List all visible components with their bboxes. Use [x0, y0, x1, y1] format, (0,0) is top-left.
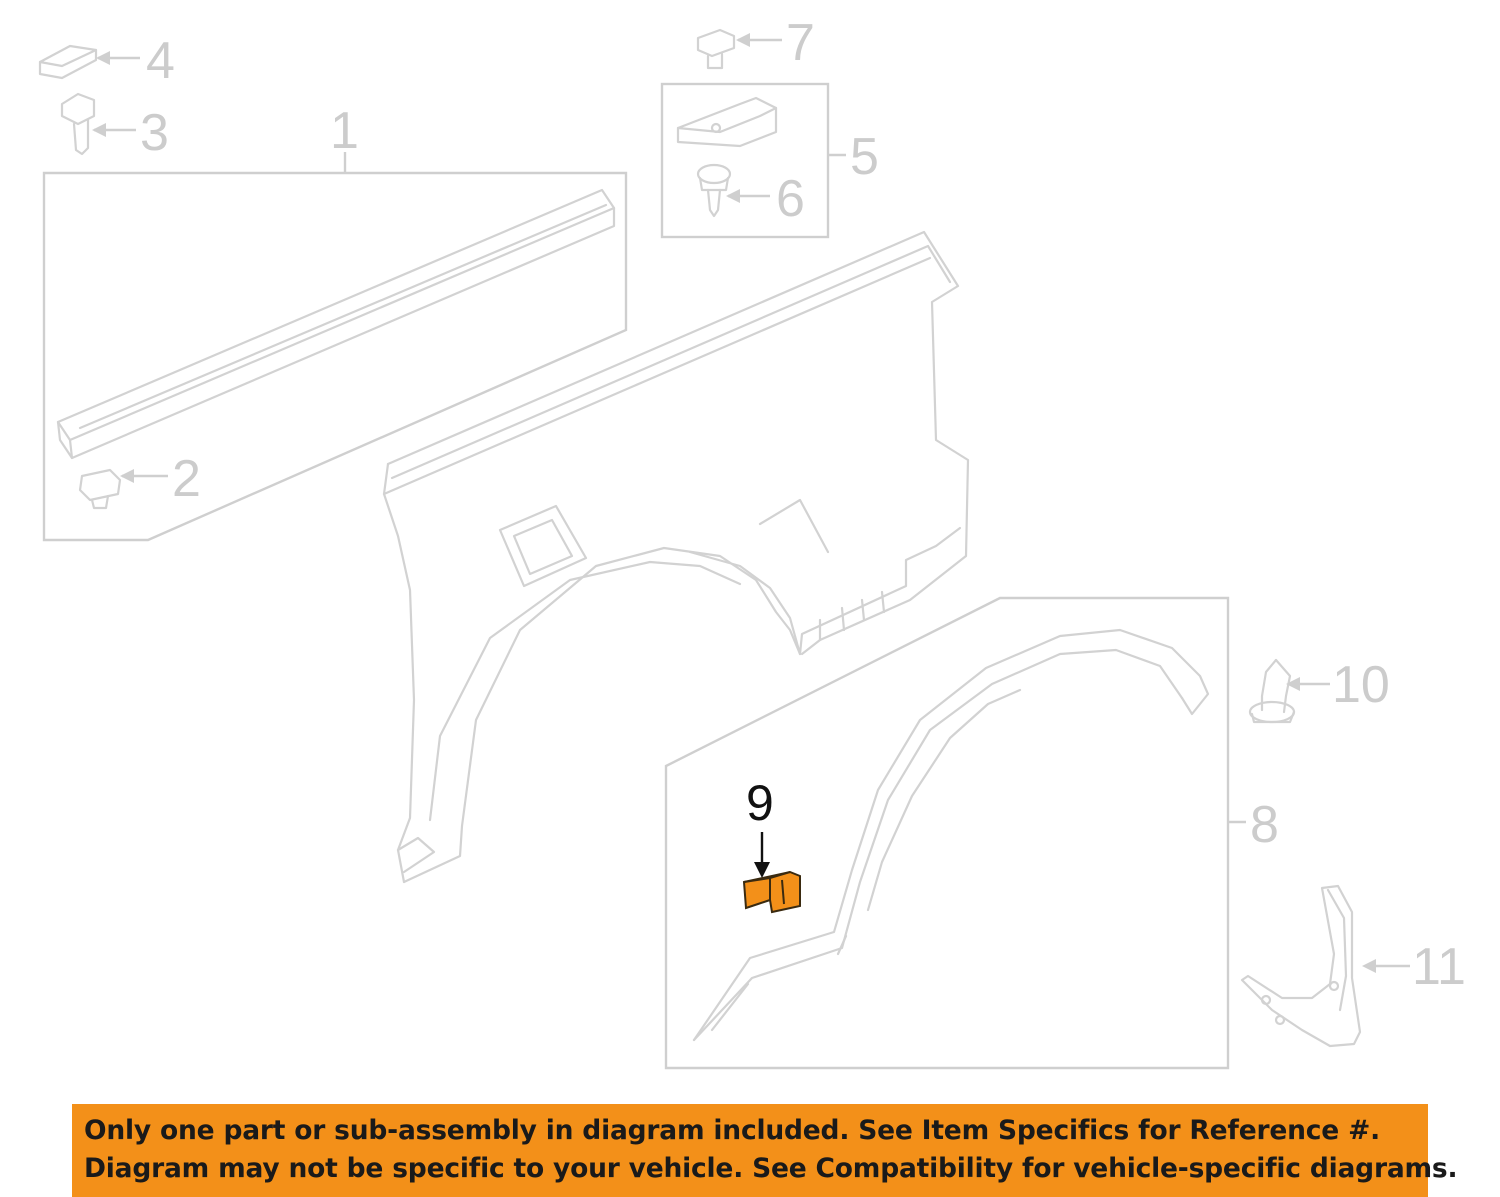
callout-4: 4 — [146, 32, 175, 90]
part-11-mudflap — [1240, 884, 1410, 1048]
parts-diagram: 1 2 3 4 5 6 7 8 9 10 11 — [38, 14, 1466, 1070]
callout-9: 9 — [746, 775, 774, 831]
callout-11: 11 — [1412, 938, 1466, 996]
part-1-moulding-group — [42, 152, 628, 542]
callout-10: 10 — [1332, 656, 1390, 714]
callout-7: 7 — [786, 14, 815, 72]
part-7-clip — [696, 28, 782, 70]
callout-6: 6 — [776, 170, 805, 228]
notice-banner: Only one part or sub-assembly in diagram… — [72, 1104, 1458, 1197]
callout-8: 8 — [1250, 796, 1279, 854]
part-8-moulding-group — [664, 596, 1246, 1070]
part-9-highlighted — [742, 832, 801, 914]
callout-5: 5 — [850, 128, 879, 186]
quarter-panel-ghost — [382, 230, 970, 884]
callout-3: 3 — [140, 104, 169, 162]
part-10-screw — [1248, 658, 1330, 724]
notice-line-1: Only one part or sub-assembly in diagram… — [84, 1115, 1380, 1146]
part-3-clip — [60, 92, 136, 156]
callout-2: 2 — [172, 450, 201, 508]
notice-line-2: Diagram may not be specific to your vehi… — [84, 1153, 1458, 1184]
callout-1: 1 — [330, 102, 359, 160]
part-4-pad — [38, 44, 140, 80]
part-5-bracket-group — [660, 82, 846, 239]
